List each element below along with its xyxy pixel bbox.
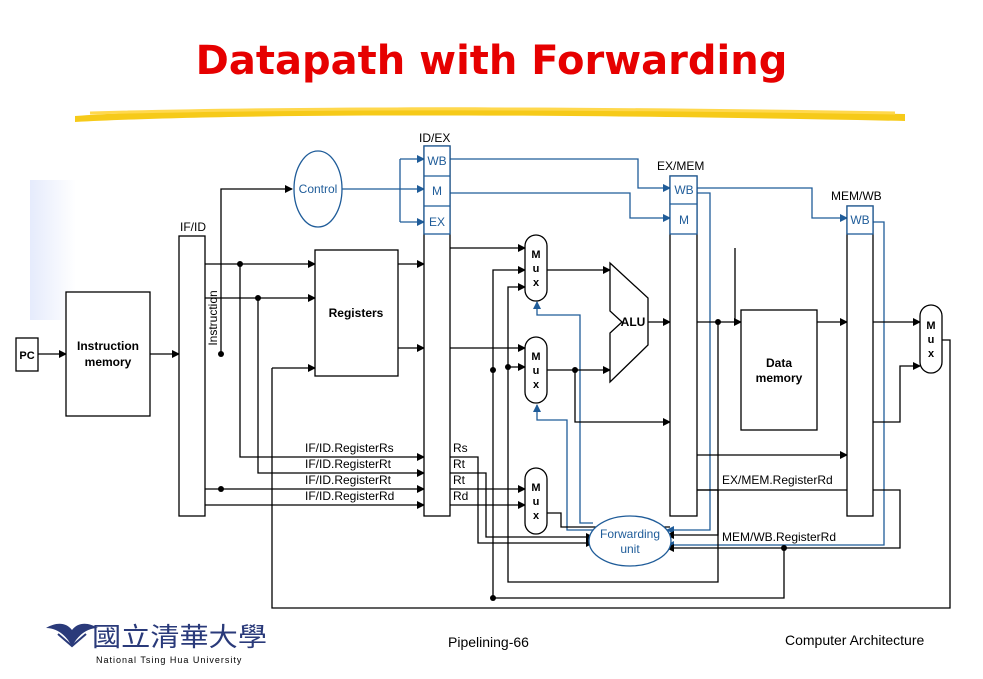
pc-register: PC (15, 337, 39, 372)
ex-mem-registerrd-label: EX/MEM.RegisterRd (722, 473, 833, 487)
svg-text:IF/ID.RegisterRd: IF/ID.RegisterRd (305, 489, 394, 503)
slide-number: Pipelining-66 (448, 634, 529, 650)
svg-text:Rt: Rt (453, 457, 466, 471)
svg-text:National Tsing Hua University: National Tsing Hua University (96, 655, 242, 665)
svg-text:x: x (533, 277, 540, 289)
svg-text:Instruction: Instruction (77, 339, 139, 353)
mux-forward-b: M u x (524, 336, 548, 404)
instruction-memory: Instruction memory (65, 291, 151, 417)
svg-text:EX: EX (429, 215, 445, 229)
register-field-labels: IF/ID.RegisterRs IF/ID.RegisterRt IF/ID.… (305, 441, 468, 503)
svg-text:M: M (926, 320, 935, 332)
data-memory: Data memory (740, 309, 818, 431)
svg-text:u: u (928, 334, 935, 346)
svg-text:IF/ID: IF/ID (180, 220, 206, 234)
svg-text:ID/EX: ID/EX (419, 131, 450, 145)
course-name: Computer Architecture (785, 632, 925, 648)
svg-text:EX/MEM: EX/MEM (657, 159, 704, 173)
svg-text:M: M (531, 482, 540, 494)
forwarding-unit: Forwarding unit (588, 515, 672, 567)
svg-text:Forwarding: Forwarding (600, 527, 660, 541)
svg-text:memory: memory (85, 355, 132, 369)
svg-text:WB: WB (427, 154, 446, 168)
svg-text:WB: WB (850, 213, 869, 227)
svg-text:IF/ID.RegisterRt: IF/ID.RegisterRt (305, 473, 392, 487)
svg-text:M: M (679, 213, 689, 227)
mux-regdst: M u x (524, 467, 548, 535)
svg-text:x: x (928, 348, 935, 360)
svg-text:Registers: Registers (329, 306, 384, 320)
svg-text:Rs: Rs (453, 441, 468, 455)
instruction-label: Instruction (206, 290, 220, 345)
mux-forward-a: M u x (524, 234, 548, 302)
svg-text:Data: Data (766, 356, 792, 370)
svg-text:Rd: Rd (453, 489, 468, 503)
registers-block: Registers (314, 249, 399, 377)
svg-text:unit: unit (620, 542, 640, 556)
svg-text:u: u (533, 365, 540, 377)
svg-text:u: u (533, 263, 540, 275)
svg-text:M: M (531, 351, 540, 363)
ex-mem-register: EX/MEM WB M (657, 159, 704, 517)
svg-text:Rt: Rt (453, 473, 466, 487)
mem-wb-register: MEM/WB WB (831, 189, 882, 517)
mux-writeback: M u x (919, 304, 943, 374)
logo-emblem-icon (46, 623, 98, 646)
svg-text:M: M (432, 184, 442, 198)
id-ex-register: ID/EX WB M EX (419, 131, 451, 517)
svg-text:IF/ID.RegisterRs: IF/ID.RegisterRs (305, 441, 394, 455)
svg-text:MEM/WB: MEM/WB (831, 189, 882, 203)
svg-text:x: x (533, 379, 540, 391)
if-id-register: IF/ID Instruction (178, 220, 220, 517)
svg-text:PC: PC (19, 350, 34, 362)
svg-text:國立清華大學: 國立清華大學 (92, 622, 267, 652)
mem-wb-registerrd-label: MEM/WB.RegisterRd (722, 530, 836, 544)
university-logo: 國立清華大學 National Tsing Hua University (46, 622, 267, 665)
svg-text:ALU: ALU (621, 315, 646, 329)
control-unit: Control (293, 150, 343, 228)
svg-text:IF/ID.RegisterRt: IF/ID.RegisterRt (305, 457, 392, 471)
svg-text:memory: memory (756, 371, 803, 385)
svg-text:x: x (533, 510, 540, 522)
svg-text:Control: Control (299, 182, 338, 196)
svg-text:M: M (531, 249, 540, 261)
slide-title: Datapath with Forwarding (195, 38, 788, 84)
alu: ALU (609, 261, 649, 384)
svg-text:u: u (533, 496, 540, 508)
svg-text:WB: WB (674, 183, 693, 197)
